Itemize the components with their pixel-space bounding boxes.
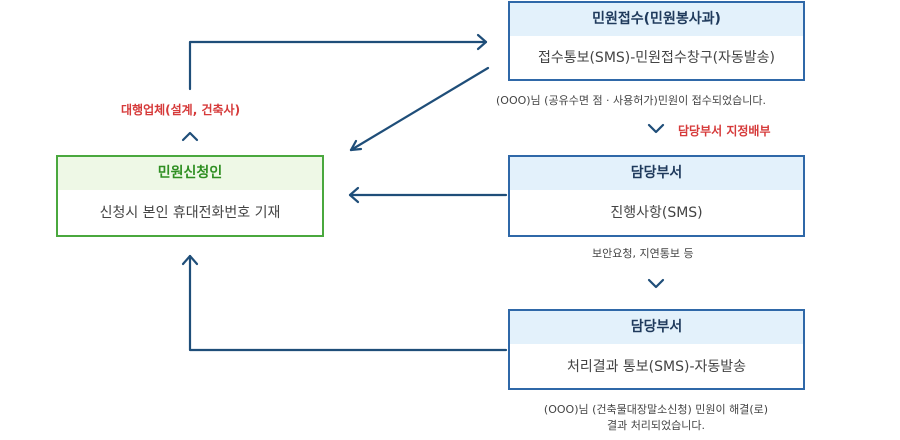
- chevron-up-icon: [181, 131, 199, 142]
- arrow-progress-to-applicant-head: [348, 186, 360, 204]
- reception-box: 민원접수(민원봉사과) 접수통보(SMS)-민원접수창구(자동발송): [508, 1, 805, 81]
- dept-progress-box: 담당부서 진행사항(SMS): [508, 155, 805, 237]
- agent-label: 대행업체(설계, 건축사): [121, 103, 241, 117]
- arrow-agent-to-reception-head: [476, 33, 488, 51]
- chevron-down-icon: [647, 278, 665, 289]
- chevron-down-icon: [647, 123, 665, 134]
- reception-body: 접수통보(SMS)-민원접수창구(자동발송): [537, 50, 776, 66]
- arrow-reception-to-applicant: [349, 66, 490, 152]
- dept-result-box: 담당부서 처리결과 통보(SMS)-자동발송: [508, 309, 805, 390]
- progress-note: 보안요청, 지연통보 등: [592, 247, 694, 260]
- result-note: (OOO)님 (건축물대장말소신청) 민원이 해결(로) 결과 처리되었습니다.: [516, 401, 796, 433]
- reception-title: 민원접수(민원봉사과): [510, 3, 803, 36]
- arrow-reception-to-applicant-head: [349, 139, 363, 152]
- reception-note: (OOO)님 (공유수면 점 · 사용허가)민원이 접수되었습니다.: [496, 94, 767, 107]
- arrow-agent-to-reception: [188, 40, 488, 91]
- dept-progress-body: 진행사항(SMS): [610, 205, 703, 221]
- dept-result-title: 담당부서: [510, 311, 803, 344]
- dept-progress-title: 담당부서: [510, 157, 803, 190]
- applicant-body: 신청시 본인 휴대전화번호 기재: [99, 205, 281, 221]
- dept-result-body: 처리결과 통보(SMS)-자동발송: [566, 359, 747, 375]
- arrow-result-to-applicant: [188, 254, 508, 352]
- result-note-line1: (OOO)님 (건축물대장말소신청) 민원이 해결(로): [543, 403, 769, 416]
- result-note-line2: 결과 처리되었습니다.: [606, 419, 706, 432]
- assign-label: 담당부서 지정배부: [678, 124, 771, 138]
- applicant-title: 민원신청인: [58, 157, 322, 190]
- arrow-result-to-applicant-head: [181, 254, 199, 266]
- applicant-box: 민원신청인 신청시 본인 휴대전화번호 기재: [56, 155, 324, 237]
